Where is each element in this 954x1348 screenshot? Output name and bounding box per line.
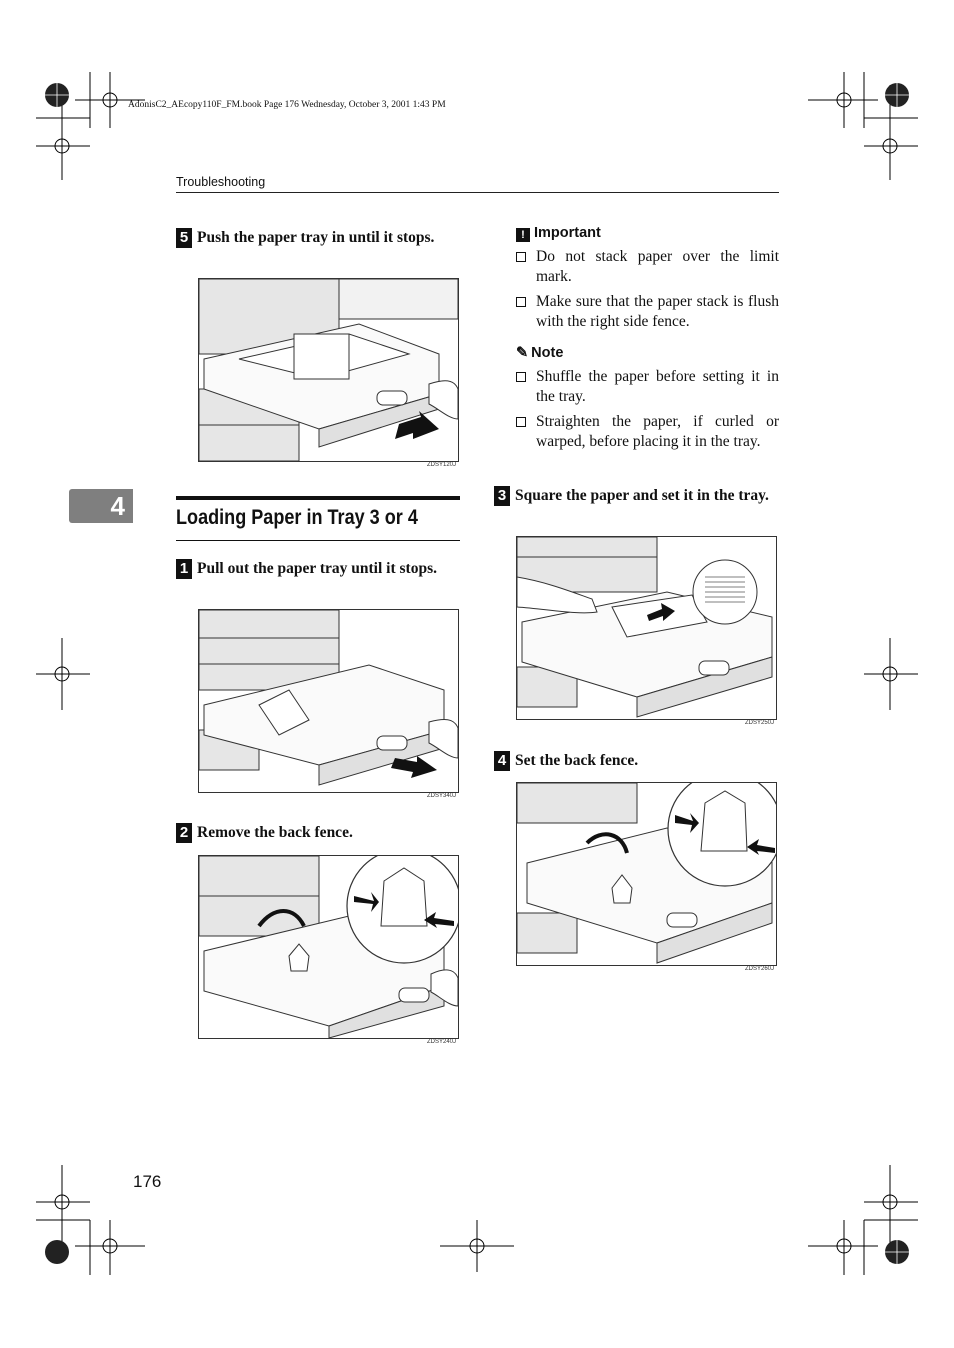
page-number: 176	[133, 1172, 162, 1191]
title-rule-top	[176, 496, 460, 500]
note-item: Straighten the paper, if curled or warpe…	[516, 412, 779, 452]
step-4: 4 Set the back fence.	[494, 751, 778, 771]
step-5: 5 Push the paper tray in until it stops.	[176, 228, 460, 248]
figure-set-fence	[516, 782, 777, 966]
important-item: Do not stack paper over the limit mark.	[516, 247, 779, 287]
step-text: Remove the back fence.	[197, 824, 353, 841]
checkbox-icon	[516, 252, 526, 262]
important-heading: !Important	[516, 225, 601, 242]
pencil-icon: ✎	[516, 345, 529, 361]
step-text: Square the paper and set it in the tray.	[515, 487, 769, 504]
figure-remove-fence	[198, 855, 459, 1039]
step-text: Pull out the paper tray until it stops.	[197, 560, 437, 577]
step-2: 2 Remove the back fence.	[176, 823, 460, 843]
step-number: 4	[494, 751, 510, 771]
step-3: 3 Square the paper and set it in the tra…	[494, 486, 778, 506]
file-info: AdonisC2_AEcopy110F_FM.book Page 176 Wed…	[128, 100, 446, 110]
figure-code: ZDSY120J	[427, 462, 457, 468]
step-text: Set the back fence.	[515, 752, 639, 769]
step-text: Push the paper tray in until it stops.	[197, 229, 435, 246]
figure-square-paper	[516, 536, 777, 720]
header-rule	[176, 192, 779, 193]
step-number: 2	[176, 823, 192, 843]
chapter-tab: 4	[69, 489, 133, 523]
section-title: Loading Paper in Tray 3 or 4	[176, 506, 418, 529]
figure-code: ZDSY240J	[427, 1039, 457, 1045]
figure-code: ZDSY260J	[745, 966, 775, 972]
figure-push-tray	[198, 278, 459, 462]
step-number: 3	[494, 486, 510, 506]
figure-code: ZDSY250J	[745, 720, 775, 726]
note-item: Shuffle the paper before setting it in t…	[516, 367, 779, 407]
important-icon: !	[516, 228, 530, 242]
checkbox-icon	[516, 297, 526, 307]
step-number: 1	[176, 559, 192, 579]
checkbox-icon	[516, 417, 526, 427]
running-header: Troubleshooting	[176, 175, 266, 189]
step-number: 5	[176, 228, 192, 248]
checkbox-icon	[516, 372, 526, 382]
title-rule-bottom	[176, 540, 460, 541]
note-heading: ✎Note	[516, 345, 564, 361]
figure-code: ZDSY340J	[427, 793, 457, 799]
step-1: 1 Pull out the paper tray until it stops…	[176, 559, 460, 579]
important-item: Make sure that the paper stack is flush …	[516, 292, 779, 332]
figure-pull-tray	[198, 609, 459, 793]
